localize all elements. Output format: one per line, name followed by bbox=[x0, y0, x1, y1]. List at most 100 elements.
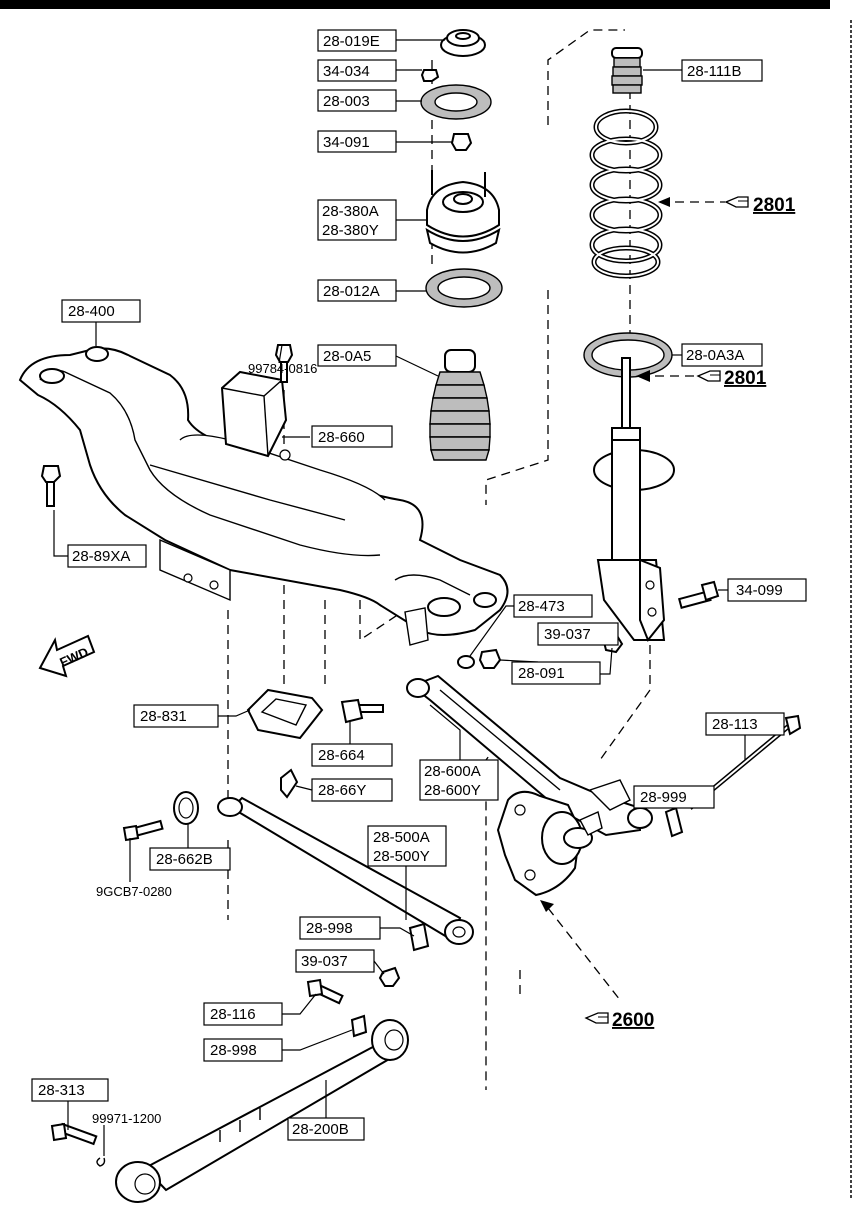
label-text: 34-099 bbox=[736, 582, 783, 599]
coil-spring-inner bbox=[591, 110, 661, 277]
label-text-line2: 28-500Y bbox=[373, 848, 430, 865]
label-text: 28-664 bbox=[318, 747, 365, 764]
label-text: 28-111B bbox=[687, 63, 742, 80]
mount-bracket bbox=[220, 370, 288, 458]
label-text: 28-400 bbox=[68, 303, 115, 320]
ref-text: 2600 bbox=[612, 1010, 654, 1031]
label-28-998-lower: 28-998 bbox=[203, 1038, 283, 1062]
label-text: 28-660 bbox=[318, 429, 365, 446]
label-text: 34-034 bbox=[323, 63, 370, 80]
ref-2600-knuckle[interactable]: 2600 bbox=[584, 1010, 654, 1031]
leader-lines bbox=[53, 39, 746, 1156]
label-28-600: 28-600A 28-600Y bbox=[419, 759, 499, 801]
label-28-998-upper: 28-998 bbox=[299, 916, 381, 940]
label-text: 28-200B bbox=[292, 1121, 349, 1138]
plate-28-998-upper bbox=[408, 922, 430, 952]
top-border bbox=[0, 0, 830, 9]
bushing-28-662b bbox=[173, 791, 199, 825]
label-28-116: 28-116 bbox=[203, 1002, 283, 1026]
label-text-line1: 28-500A bbox=[373, 829, 430, 846]
label-28-0a3a: 28-0A3A bbox=[681, 343, 763, 367]
label-28-313: 28-313 bbox=[31, 1078, 109, 1102]
label-text: 28-019E bbox=[323, 33, 380, 50]
bracket-plate bbox=[246, 688, 324, 740]
ref-text: 2801 bbox=[753, 195, 796, 216]
nut-mount bbox=[450, 133, 473, 151]
label-text: 28-999 bbox=[640, 789, 687, 806]
ref-2801-shock[interactable]: 2801 bbox=[696, 368, 767, 389]
bump-stop bbox=[611, 47, 643, 94]
label-text: 39-037 bbox=[301, 953, 348, 970]
mount-seal bbox=[425, 268, 503, 308]
label-28-019e: 28-019E bbox=[317, 29, 397, 52]
label-text: 28-116 bbox=[210, 1006, 256, 1023]
nut-39-037-lower bbox=[378, 966, 401, 987]
pointing-hand-icon bbox=[696, 370, 721, 382]
label-text-line2: 28-600Y bbox=[424, 782, 481, 799]
knuckle bbox=[496, 790, 603, 897]
label-39-037-upper: 39-037 bbox=[537, 622, 619, 646]
label-34-034: 34-034 bbox=[317, 59, 397, 82]
label-28-500: 28-500A 28-500Y bbox=[367, 825, 447, 867]
label-28-660: 28-660 bbox=[311, 425, 393, 448]
label-text: 28-313 bbox=[38, 1082, 85, 1099]
label-28-662b: 28-662B bbox=[149, 847, 231, 871]
label-28-380: 28-380A 28-380Y bbox=[317, 199, 397, 241]
plate-28-999 bbox=[664, 806, 684, 838]
plate-28-998-lower bbox=[350, 1014, 368, 1038]
lateral-link bbox=[217, 796, 474, 945]
free-label-9gcb7-0280: 9GCB7-0280 bbox=[96, 884, 172, 899]
label-text: 28-0A3A bbox=[686, 347, 744, 364]
strut-mount bbox=[425, 170, 501, 254]
label-text: 28-662B bbox=[156, 851, 213, 868]
label-text: 39-037 bbox=[544, 626, 591, 643]
clip-28-66y bbox=[280, 768, 299, 799]
label-28-999: 28-999 bbox=[633, 785, 715, 809]
label-text: 34-091 bbox=[323, 134, 370, 151]
crossmember bbox=[18, 346, 509, 646]
upper-washer bbox=[420, 84, 492, 120]
nut-small bbox=[420, 69, 440, 82]
label-text: 28-831 bbox=[140, 708, 187, 725]
label-28-89xa: 28-89XA bbox=[67, 544, 147, 568]
bolt-28-313 bbox=[50, 1122, 98, 1146]
bolt-34-099 bbox=[677, 580, 720, 609]
ref-text: 2801 bbox=[724, 368, 767, 389]
label-28-831: 28-831 bbox=[133, 704, 219, 728]
label-text: 28-113 bbox=[712, 716, 758, 733]
label-28-400: 28-400 bbox=[61, 299, 141, 323]
bolt-28-664 bbox=[340, 698, 384, 724]
label-28-200b: 28-200B bbox=[287, 1117, 365, 1141]
ref-2801-spring[interactable]: 2801 bbox=[724, 195, 796, 216]
free-label-99784-0816: 99784-0816 bbox=[248, 361, 317, 376]
pointing-hand-icon bbox=[724, 196, 749, 208]
ref-arrows bbox=[540, 197, 725, 1001]
trailing-arm bbox=[115, 1019, 409, 1203]
label-text: 28-998 bbox=[306, 920, 353, 937]
label-28-003: 28-003 bbox=[317, 89, 397, 112]
label-28-66y: 28-66Y bbox=[311, 778, 393, 802]
free-label-99971-1200: 99971-1200 bbox=[92, 1111, 161, 1126]
label-28-664: 28-664 bbox=[311, 743, 393, 767]
label-28-091: 28-091 bbox=[511, 661, 601, 685]
fwd-arrow: FWD bbox=[38, 634, 96, 678]
label-text-line2: 28-380Y bbox=[322, 222, 379, 239]
label-text-line1: 28-380A bbox=[322, 203, 379, 220]
label-text: 28-091 bbox=[518, 665, 565, 682]
label-text: 28-998 bbox=[210, 1042, 257, 1059]
crossmember-side-bolt bbox=[40, 465, 62, 507]
shock-absorber bbox=[593, 357, 675, 642]
label-28-111b: 28-111B bbox=[681, 59, 763, 82]
bump-stop-cap bbox=[440, 29, 486, 57]
label-text-line1: 28-600A bbox=[424, 763, 481, 780]
label-text: 28-89XA bbox=[72, 548, 130, 565]
label-28-012a: 28-012A bbox=[317, 279, 397, 302]
label-39-037-lower: 39-037 bbox=[295, 949, 375, 973]
label-text: 28-0A5 bbox=[323, 348, 371, 365]
nut-39-037-upper bbox=[478, 648, 502, 669]
bolt-28-116 bbox=[306, 978, 344, 1005]
label-28-0a5: 28-0A5 bbox=[317, 344, 397, 367]
label-28-113: 28-113 bbox=[705, 712, 785, 736]
label-28-473: 28-473 bbox=[513, 594, 593, 618]
